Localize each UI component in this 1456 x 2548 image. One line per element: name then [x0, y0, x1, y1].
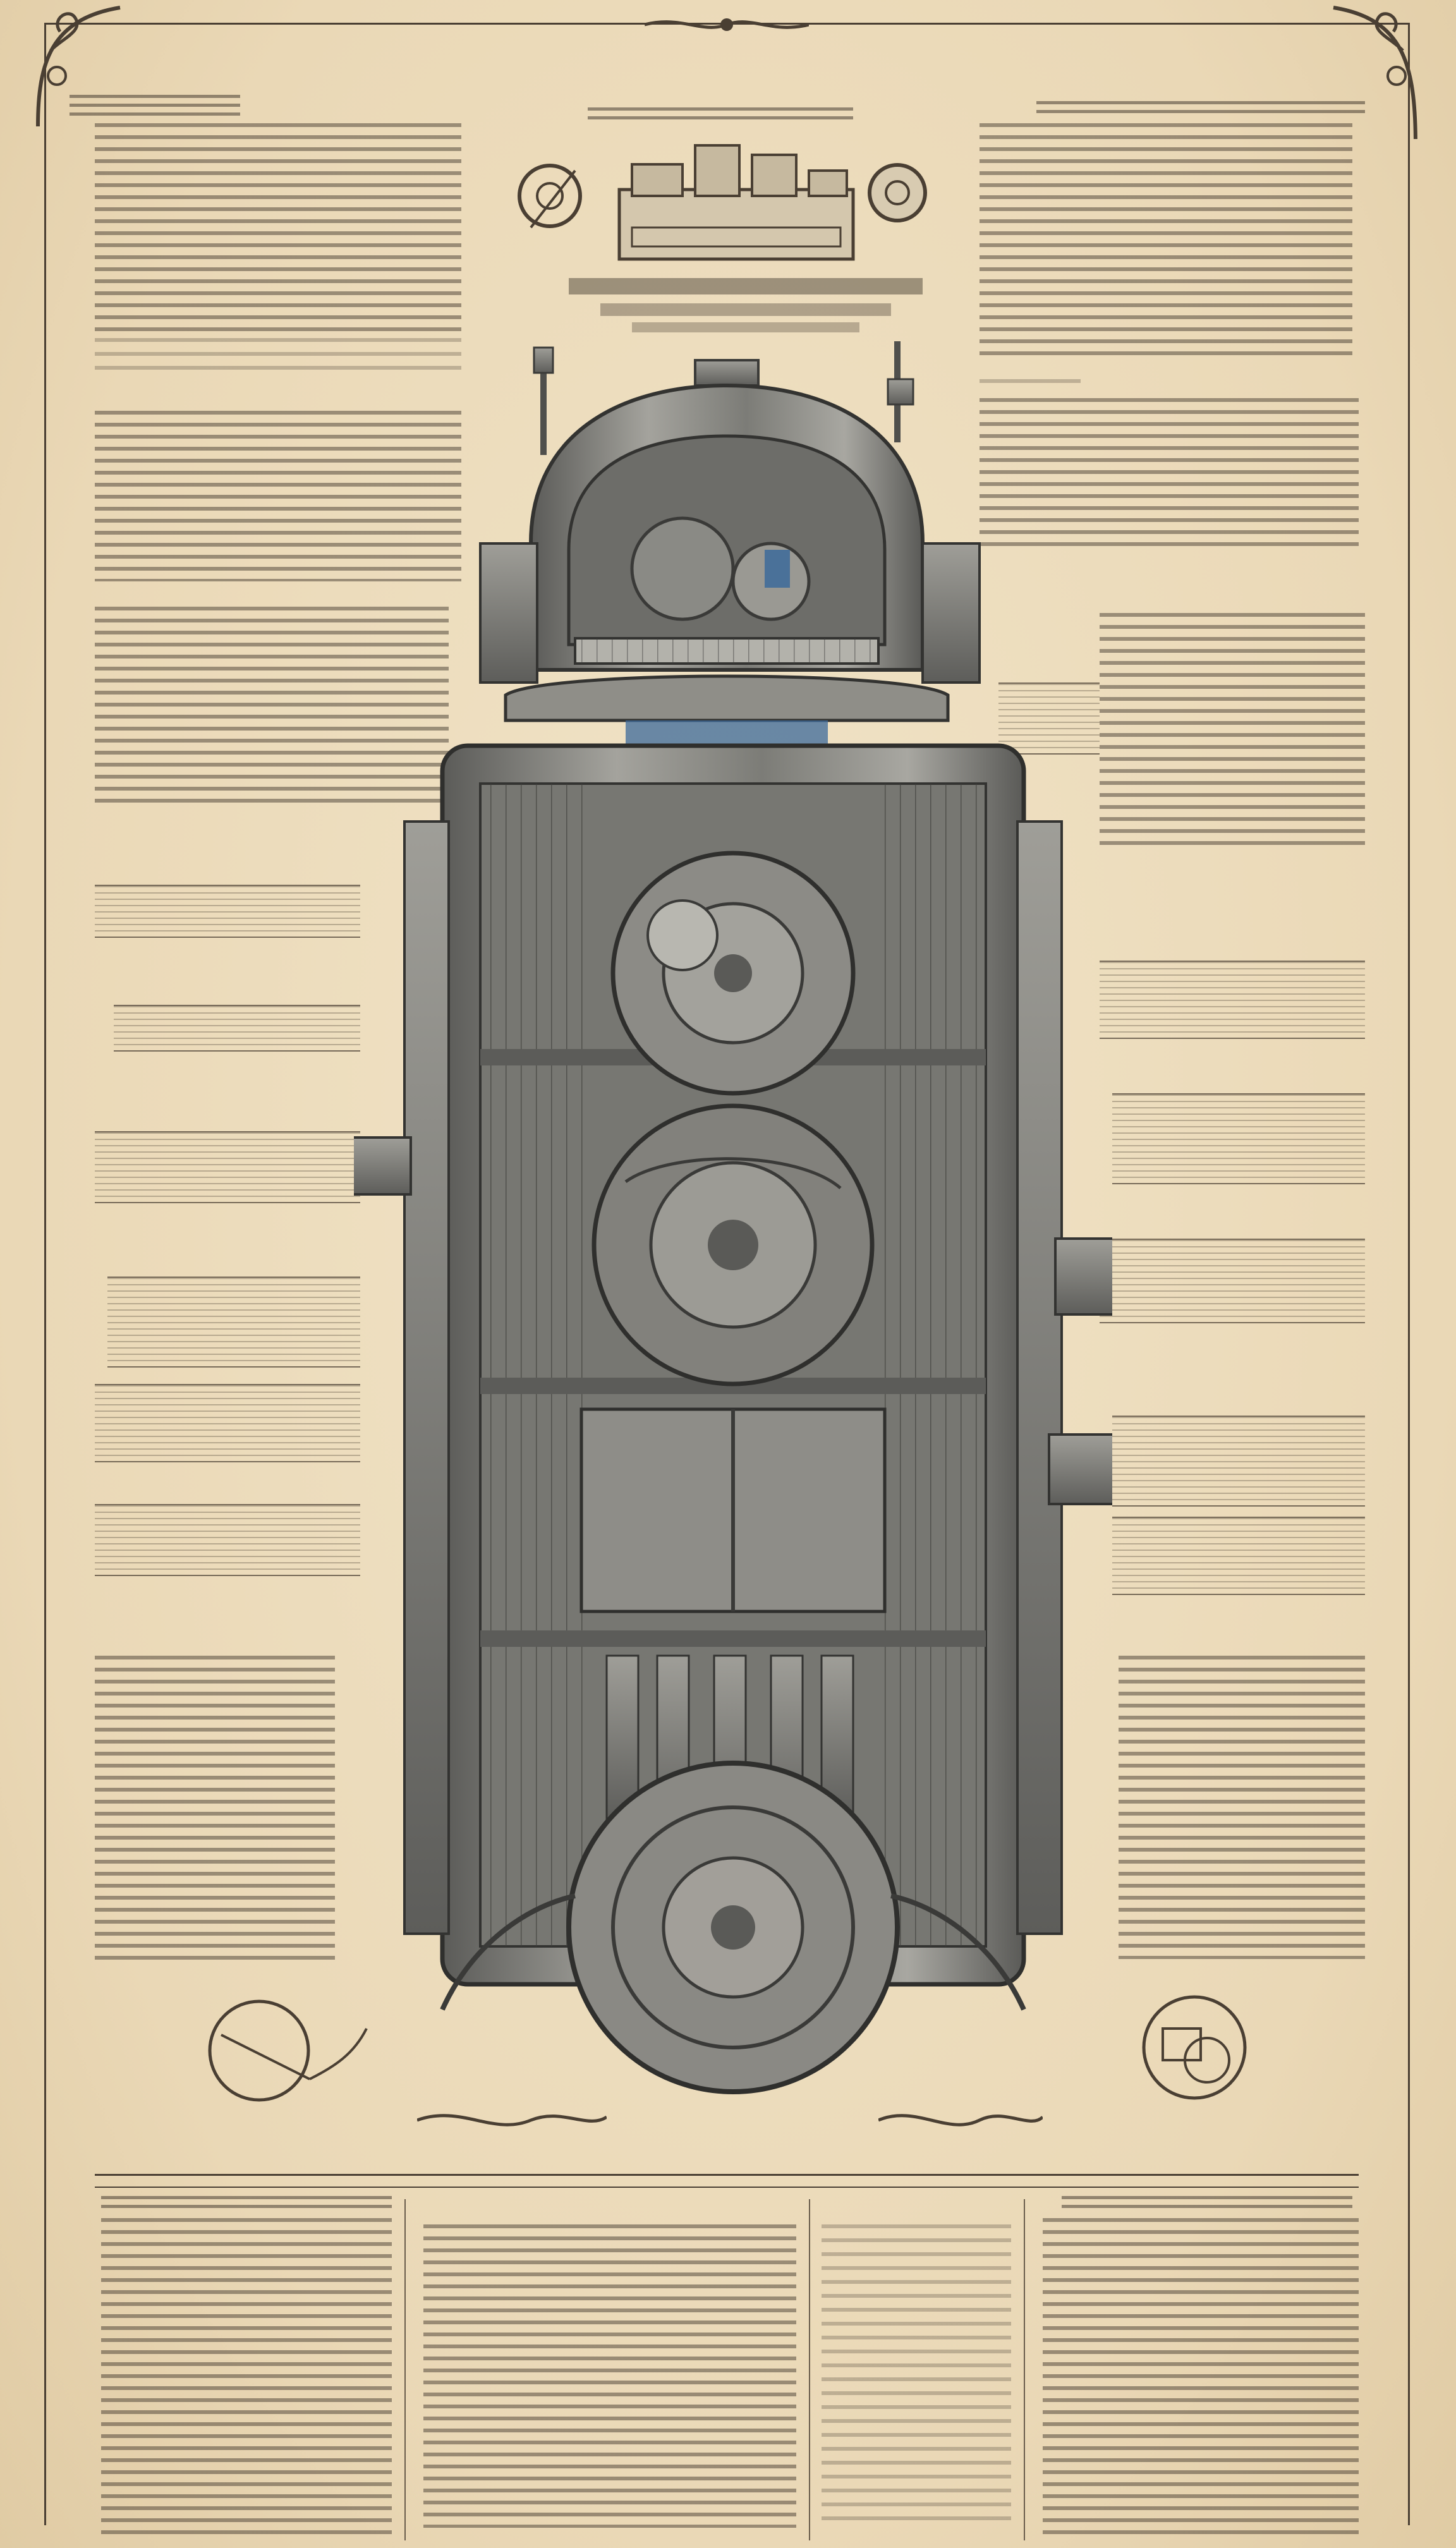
- frame-left-rule: [44, 23, 46, 2525]
- top-right-header-text: [1036, 101, 1365, 116]
- top-center-ornament: [645, 18, 809, 31]
- left-lower-paragraph: [95, 1656, 335, 1965]
- antenna-right: [887, 341, 914, 442]
- left-pipe-sketch-2: [114, 1005, 360, 1052]
- frame-right-rule: [1408, 23, 1410, 2525]
- left-paragraph-2: [95, 607, 449, 809]
- right-paragraph-2: [1100, 613, 1365, 853]
- right-lower-paragraph: [1119, 1656, 1365, 1959]
- ornate-corner-icon: [36, 6, 121, 127]
- dome-head: [504, 359, 950, 722]
- bottom-section-rule-top: [95, 2174, 1359, 2176]
- bottom-section-rule-2: [95, 2187, 1359, 2188]
- bottom-ornament-left: [417, 2114, 607, 2126]
- right-pipe-sketch-6: [1112, 1517, 1365, 1595]
- machine-console-sketch: [617, 144, 855, 261]
- bottom-ornament-right: [878, 2114, 1043, 2126]
- gear-wheel-icon: [610, 851, 856, 1096]
- top-left-paragraph: [95, 123, 461, 332]
- bottom-header-right: [1062, 2196, 1352, 2209]
- right-caption-1: [980, 379, 1081, 393]
- gear-wheel-icon: [592, 1103, 875, 1386]
- bottom-column-divider-3: [1024, 2199, 1025, 2540]
- bottom-column-divider-1: [404, 2199, 406, 2540]
- right-pipe-sketch-4: [1100, 1239, 1365, 1323]
- left-pipe-sketch-1: [95, 885, 360, 938]
- piston-assembly: [579, 1407, 887, 1859]
- right-pipe-sketch-2: [1100, 961, 1365, 1039]
- gauge-dial-icon: [518, 164, 582, 229]
- top-center-header-text: [588, 107, 853, 123]
- compass-icon: [1142, 1995, 1247, 2100]
- bottom-column-divider-2: [809, 2199, 810, 2540]
- right-pipe-sketch-1: [998, 682, 1100, 755]
- gauge-dial-icon: [868, 163, 927, 222]
- bottom-column-1: [101, 2218, 392, 2534]
- top-right-paragraph: [980, 123, 1352, 363]
- antenna-left: [533, 346, 554, 455]
- gear-wheel-icon: [440, 1761, 1026, 2094]
- left-pipe-sketch-4: [107, 1277, 360, 1368]
- right-pipe-sketch-5: [1112, 1416, 1365, 1507]
- bottom-header-left: [101, 2196, 392, 2209]
- top-center-device-illustration: [518, 144, 927, 332]
- left-pipe-sketch-6: [95, 1504, 360, 1576]
- left-paragraph-1: [95, 411, 461, 581]
- bottom-column-2: [423, 2224, 796, 2528]
- top-left-caption: [95, 338, 461, 376]
- left-pipe-sketch-3: [95, 1131, 360, 1203]
- right-paragraph-1: [980, 398, 1359, 550]
- ornate-corner-icon: [1333, 6, 1417, 139]
- compass-icon: [208, 1999, 368, 2102]
- right-pipe-sketch-3: [1112, 1093, 1365, 1184]
- bottom-column-4: [1043, 2218, 1359, 2534]
- top-left-header-text: [70, 95, 240, 120]
- central-machine-illustration: [354, 341, 1112, 2094]
- bottom-column-3: [822, 2224, 1011, 2528]
- left-pipe-sketch-5: [95, 1384, 360, 1462]
